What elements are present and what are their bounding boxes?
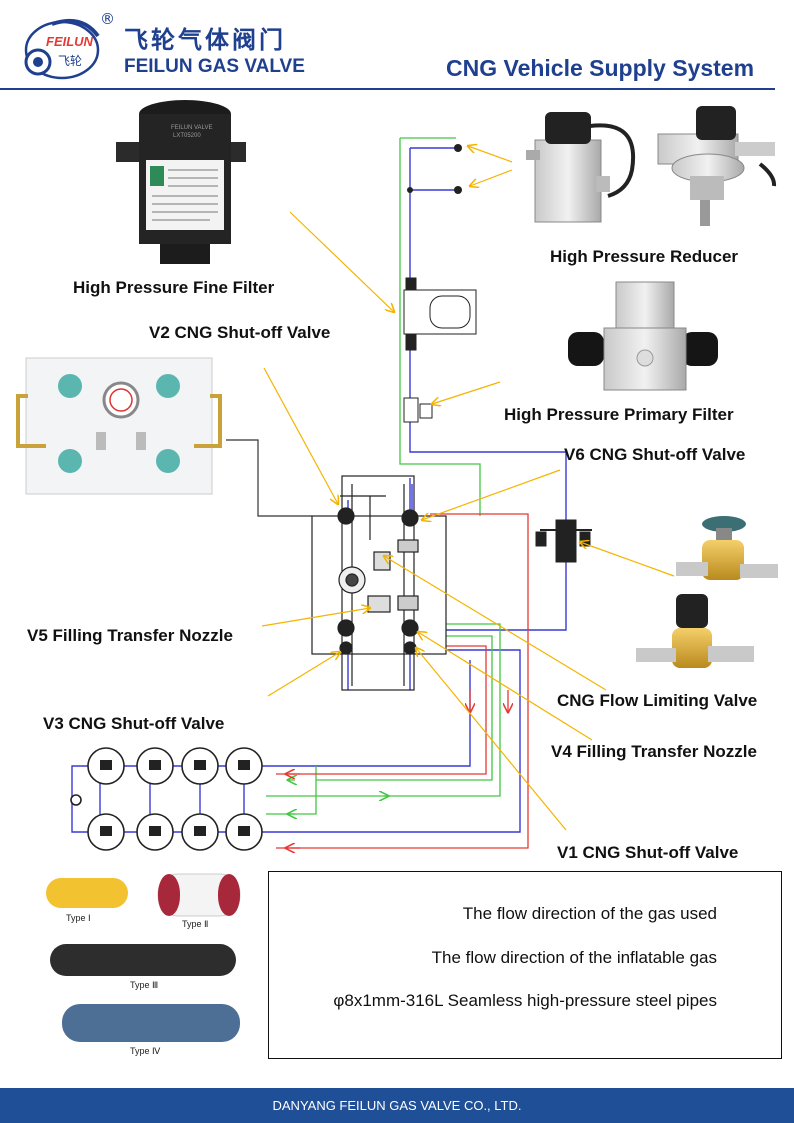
label-high-pressure-reducer: High Pressure Reducer <box>550 247 739 266</box>
inflatable-gas-pipes <box>266 137 501 814</box>
legend-gas-used: The flow direction of the gas used <box>462 904 717 923</box>
primary-filter-image <box>568 281 718 391</box>
flow-limiting-valve-image <box>636 594 754 668</box>
label-v6-shutoff-valve: V6 CNG Shut-off Valve <box>564 445 746 464</box>
logo-wordmark: FEILUN <box>46 34 94 49</box>
brand-name-en: FEILUN GAS VALVE <box>124 56 305 77</box>
page-title: CNG Vehicle Supply System <box>446 55 755 81</box>
header-divider <box>0 88 775 90</box>
gas-used-pipes <box>276 513 529 848</box>
registered-mark: ® <box>100 10 115 28</box>
fine-filter-image: FEILUN VALVE LXT05200 <box>116 100 246 264</box>
label-v1-shutoff-valve: V1 CNG Shut-off Valve <box>557 843 739 862</box>
legend-box: The flow direction of the gas used The f… <box>268 871 782 1059</box>
caption-type-3: Type Ⅲ <box>130 980 159 990</box>
valve-manifold <box>311 475 447 691</box>
legend-steel-pipes: φ8x1mm-316L Seamless high-pressure steel… <box>333 991 717 1010</box>
caption-type-2: Type Ⅱ <box>182 919 209 929</box>
reducer-image-2 <box>657 106 777 226</box>
brand-name-cn: 飞轮气体阀门 <box>124 26 286 54</box>
cylinder-type-images <box>46 873 241 1042</box>
v6-valve-image <box>676 516 778 580</box>
reducer-port-symbols <box>407 144 462 194</box>
label-v5-filling-nozzle: V5 Filling Transfer Nozzle <box>27 626 233 645</box>
label-v2-shutoff-valve: V2 CNG Shut-off Valve <box>149 323 331 342</box>
high-pressure-filter-symbol <box>403 277 477 351</box>
label-v3-shutoff-valve: V3 CNG Shut-off Valve <box>43 714 225 733</box>
label-high-pressure-primary-filter: High Pressure Primary Filter <box>504 405 734 424</box>
label-high-pressure-fine-filter: High Pressure Fine Filter <box>73 278 275 297</box>
v6-valve-symbol <box>535 519 592 563</box>
footer-company: DANYANG FEILUN GAS VALVE CO., LTD. <box>272 1098 522 1113</box>
logo-cn-mark: 飞轮 <box>58 54 82 68</box>
caption-type-4: Type Ⅳ <box>130 1046 161 1056</box>
label-cng-flow-limiting-valve: CNG Flow Limiting Valve <box>557 691 758 710</box>
cylinder-valves <box>100 760 250 836</box>
filter-brand-print: FEILUN VALVE <box>171 125 212 131</box>
reducer-image-1 <box>526 112 636 223</box>
pointer-lines <box>261 146 675 831</box>
panel-leader-line <box>226 439 312 517</box>
legend-inflatable-gas: The flow direction of the inflatable gas <box>431 948 717 967</box>
label-v4-filling-nozzle: V4 Filling Transfer Nozzle <box>551 742 757 761</box>
caption-type-1: Type Ⅰ <box>66 913 91 923</box>
primary-filter-symbol <box>403 397 433 423</box>
filling-panel-image <box>16 357 222 495</box>
brand-logo-graphic: FEILUN 飞轮 ® <box>24 10 115 80</box>
brand-logo: FEILUN 飞轮 ® <box>22 10 117 82</box>
footer-bar: DANYANG FEILUN GAS VALVE CO., LTD. <box>0 1088 794 1123</box>
filter-model-print: LXT05200 <box>173 133 201 139</box>
